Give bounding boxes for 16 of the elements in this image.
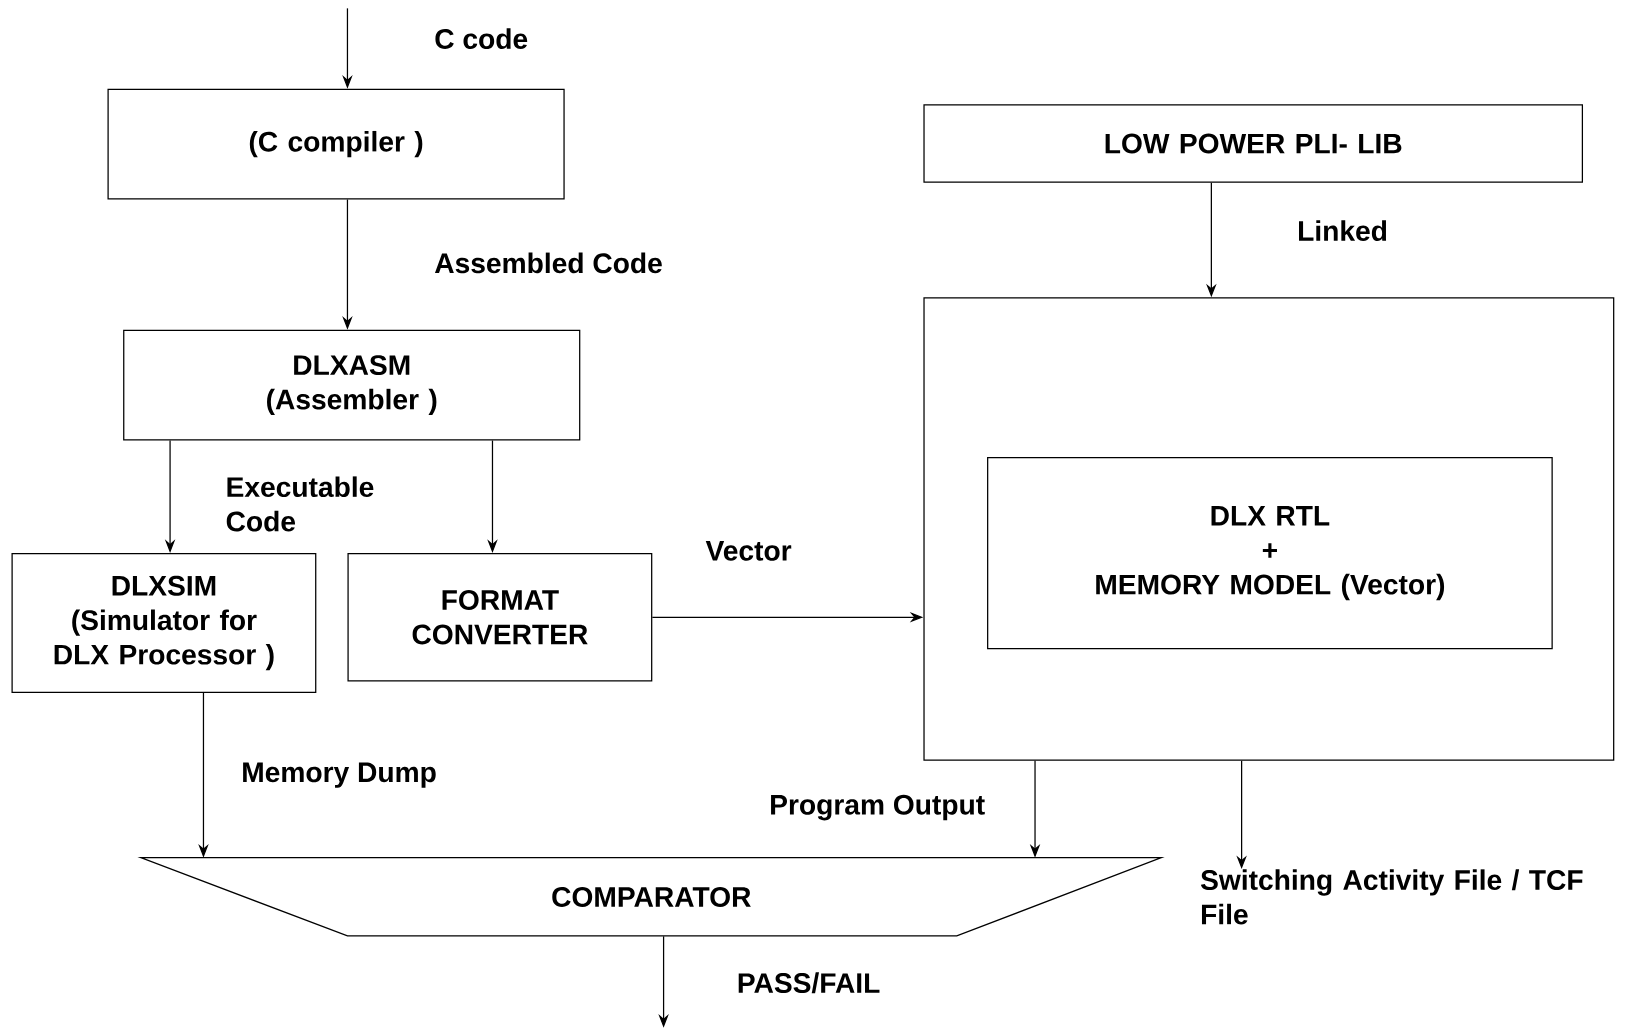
process-box: LOW POWER PLI- LIB (923, 104, 1583, 183)
output-text: Switching Activity File / TCF File (1200, 869, 1583, 925)
edge-label: PASS/FAIL (738, 972, 880, 994)
process-box: FORMAT CONVERTER (347, 553, 653, 682)
edge-label: Executable Code (226, 476, 374, 532)
edge-label: Linked (1299, 220, 1387, 241)
process-box: DLXASM (Assembler ) (123, 329, 581, 441)
process-box: DLX RTL + MEMORY MODEL (Vector) (987, 457, 1553, 650)
edge-label: Program Output (771, 794, 985, 821)
container-box (923, 297, 1615, 761)
process-box: DLXSIM (Simulator for DLX Processor ) (11, 553, 317, 694)
edge-label: Vector (705, 541, 792, 561)
edge-label: Memory Dump (243, 762, 436, 788)
edge-label: C code (435, 28, 528, 50)
process-box: (C compiler ) (107, 88, 565, 200)
edge-label: Assembled Code (434, 252, 662, 274)
